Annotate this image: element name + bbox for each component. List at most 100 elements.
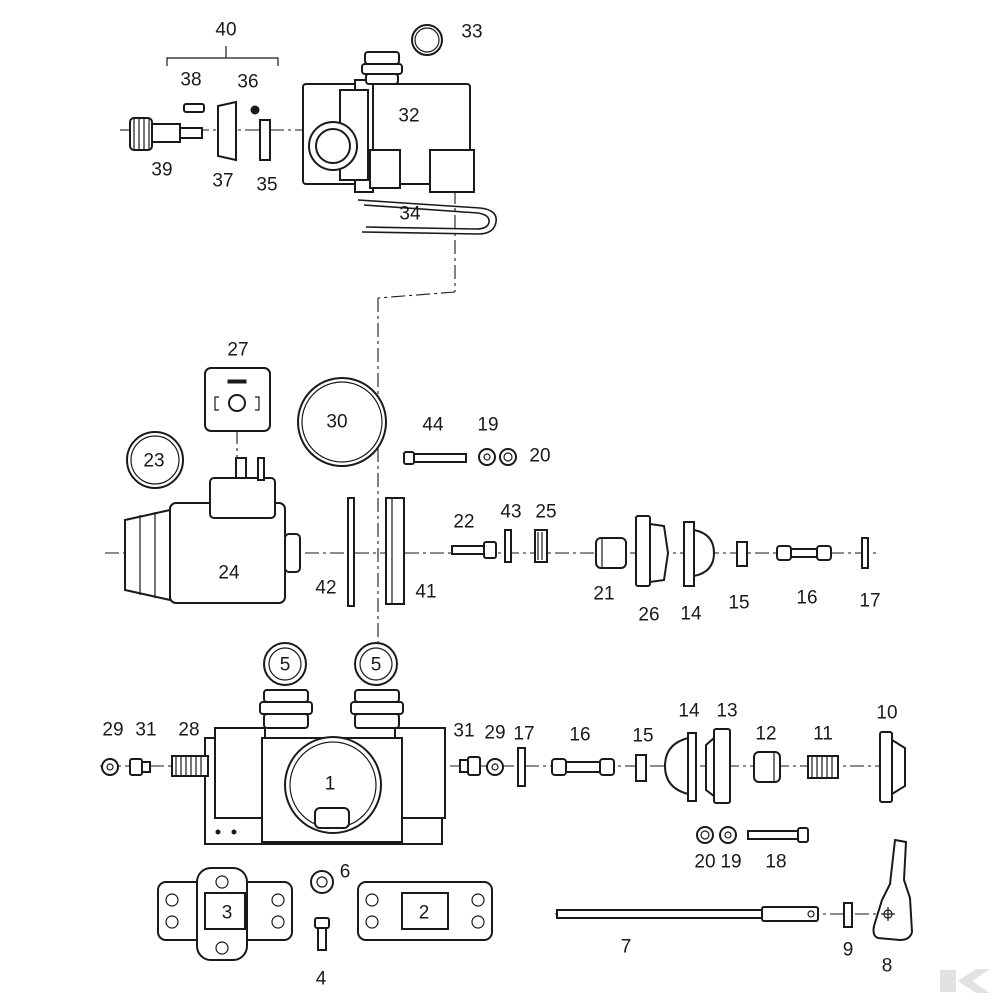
part-3-gasket — [157, 867, 293, 961]
callout-37: 37 — [212, 170, 234, 192]
callout-1: 1 — [324, 773, 336, 795]
callout-36: 36 — [237, 71, 259, 93]
callout-3: 3 — [221, 902, 233, 924]
callout-4: 4 — [315, 968, 327, 990]
part-38-pin — [183, 103, 205, 113]
callout-11: 11 — [813, 723, 833, 745]
part-31-plug-left — [129, 758, 151, 776]
part-33-ring — [411, 24, 443, 56]
part-19-washer-upper — [478, 448, 496, 466]
callout-30: 30 — [326, 411, 348, 433]
brand-logo-watermark-icon — [940, 969, 990, 993]
part-39-knob — [129, 117, 203, 151]
part-2-gasket — [357, 881, 493, 941]
part-12-sleeve — [753, 751, 781, 783]
part-15-insert-lower — [635, 754, 647, 782]
callout-44: 44 — [422, 414, 444, 436]
part-10-end-cap — [879, 731, 906, 803]
callout-40: 40 — [215, 19, 237, 41]
part-6-washer — [310, 870, 334, 894]
callout-17-lower: 17 — [513, 723, 535, 745]
part-44-bolt — [403, 451, 467, 465]
part-7-rod — [556, 906, 819, 922]
part-13-cap — [705, 728, 731, 804]
callout-28: 28 — [178, 719, 200, 741]
callout-43: 43 — [500, 501, 522, 523]
part-28-spring — [171, 755, 209, 777]
part-9-pin — [843, 902, 853, 928]
callout-35: 35 — [256, 174, 278, 196]
callout-29-right: 29 — [484, 722, 506, 744]
part-14-cone-upper — [683, 521, 716, 587]
callout-12: 12 — [755, 723, 777, 745]
callout-15-lower: 15 — [632, 725, 654, 747]
callout-31-right: 31 — [453, 720, 475, 742]
part-21-sleeve — [595, 537, 627, 569]
part-29-washer-right — [486, 758, 504, 776]
callout-20-upper: 20 — [529, 445, 551, 467]
callout-20-lower: 20 — [694, 851, 716, 873]
part-41-flange — [385, 497, 405, 605]
part-36-ball — [250, 105, 260, 115]
callout-15-upper: 15 — [728, 592, 750, 614]
part-24-solenoid — [124, 457, 301, 604]
callout-39: 39 — [151, 159, 173, 181]
callout-19-lower: 19 — [720, 851, 742, 873]
part-23-ring — [126, 431, 184, 489]
callout-38: 38 — [180, 69, 202, 91]
part-14-cone-lower — [663, 732, 697, 802]
callout-5-right: 5 — [370, 654, 382, 676]
part-35-washer — [259, 119, 271, 161]
part-19-washer-lower — [719, 826, 737, 844]
callout-34: 34 — [399, 203, 421, 225]
callout-27: 27 — [227, 339, 249, 361]
part-32-valve — [302, 51, 475, 193]
callout-16-upper: 16 — [796, 587, 818, 609]
part-31-plug-right — [459, 756, 481, 776]
bracket-40 — [166, 46, 279, 66]
callout-42: 42 — [315, 577, 337, 599]
callout-41: 41 — [415, 581, 437, 603]
part-5-cap-right — [354, 642, 398, 686]
part-29-washer-left — [101, 758, 119, 776]
callout-29-left: 29 — [102, 719, 124, 741]
part-17-disc-lower — [517, 747, 526, 787]
callout-16-lower: 16 — [569, 724, 591, 746]
part-1-body — [204, 689, 446, 845]
part-8-lever — [872, 838, 914, 942]
part-15-insert-upper — [736, 541, 748, 567]
callout-8: 8 — [881, 955, 893, 977]
callout-6: 6 — [339, 861, 351, 883]
part-20-nut-upper — [499, 448, 517, 466]
part-4-screw — [314, 917, 330, 951]
callout-26: 26 — [638, 604, 660, 626]
part-18-bolt — [747, 827, 809, 843]
callout-21: 21 — [593, 583, 615, 605]
part-25-spring-washer — [534, 529, 548, 563]
callout-14-upper: 14 — [680, 603, 702, 625]
part-42-disc — [347, 497, 355, 607]
callout-18: 18 — [765, 851, 787, 873]
callout-19-upper: 19 — [477, 414, 499, 436]
callout-14-lower: 14 — [678, 700, 700, 722]
callout-13: 13 — [716, 700, 738, 722]
callout-2: 2 — [418, 902, 430, 924]
callout-5-left: 5 — [279, 654, 291, 676]
callout-24: 24 — [218, 562, 240, 584]
part-34-clip — [357, 199, 497, 235]
callout-22: 22 — [453, 511, 475, 533]
part-26-cap — [635, 515, 670, 587]
part-37-collar — [217, 100, 237, 162]
part-17-disc-upper — [861, 537, 869, 569]
part-27-plug — [204, 367, 271, 432]
part-16-rod-lower — [551, 758, 615, 776]
part-22-bolt — [451, 541, 497, 559]
part-30-oring — [297, 377, 387, 467]
callout-31-left: 31 — [135, 719, 157, 741]
part-43-washer — [504, 529, 512, 563]
callout-9: 9 — [842, 939, 854, 961]
callout-25: 25 — [535, 501, 557, 523]
callout-10: 10 — [876, 702, 898, 724]
part-20-nut-lower — [696, 826, 714, 844]
